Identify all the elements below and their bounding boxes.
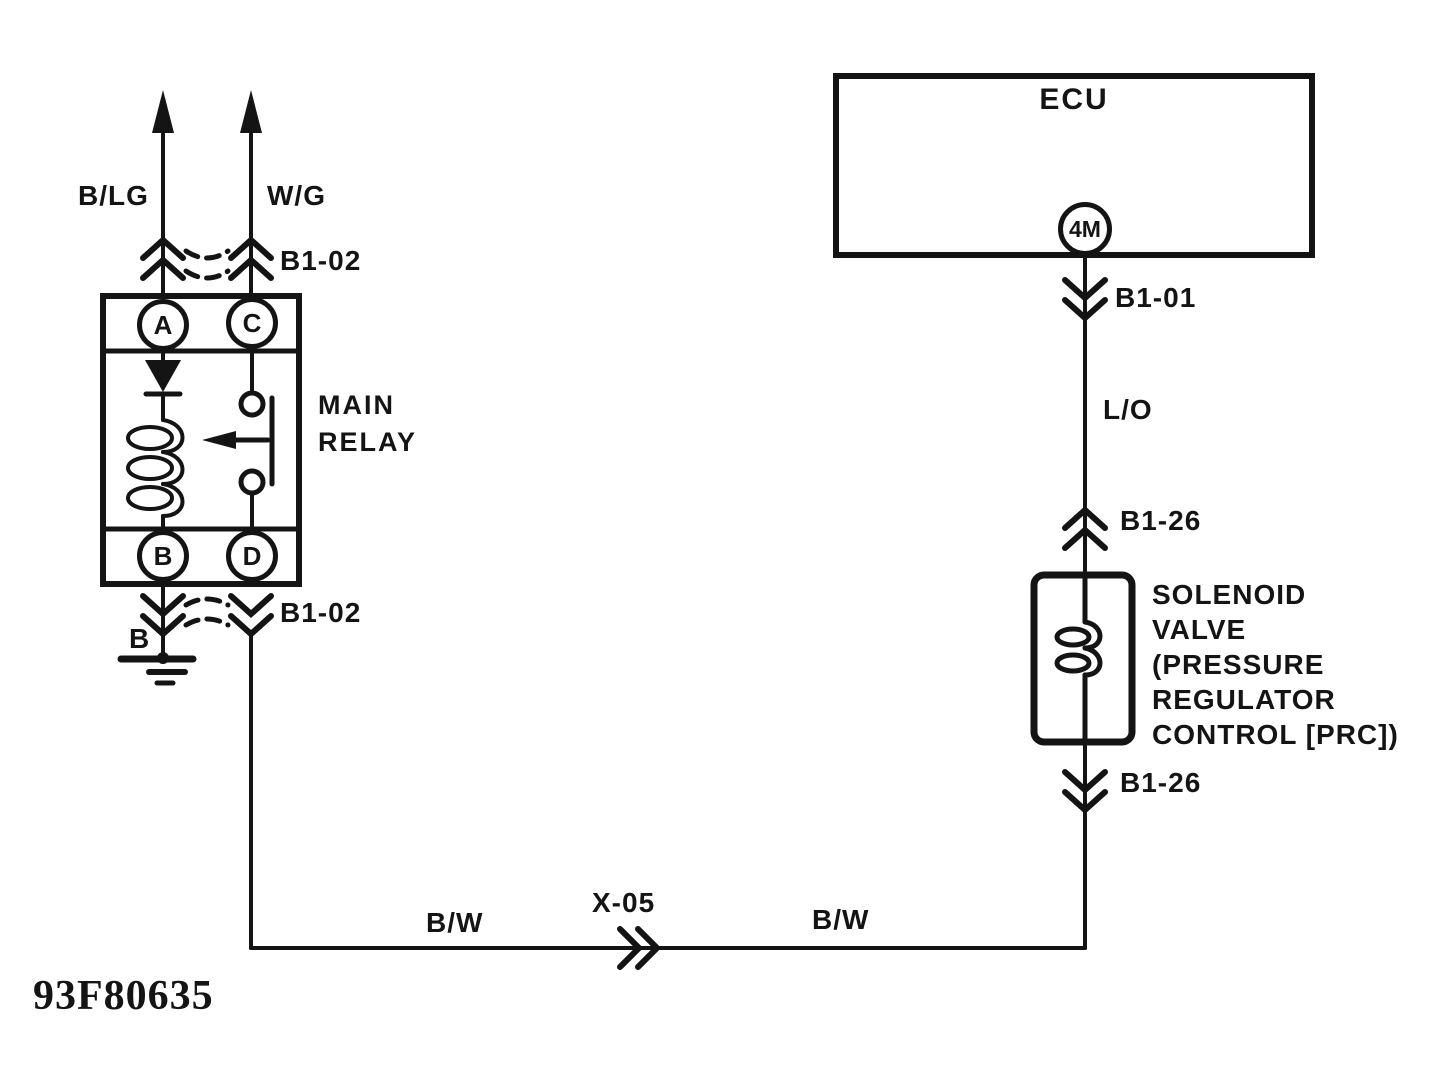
relay-coil-icon: [126, 418, 185, 518]
connector-label-x-05: X-05: [592, 887, 656, 918]
relay-terminal-c: C: [226, 297, 278, 349]
contact-point-icon: [238, 468, 266, 496]
relay-name-line2: RELAY: [318, 427, 418, 457]
bottom-wire: [249, 632, 1087, 950]
ecu-pin-4m: 4M: [1058, 202, 1112, 256]
battery-feed-wires: [152, 90, 262, 300]
ground-symbol-icon: [117, 582, 197, 686]
contact-point-icon: [238, 390, 266, 418]
solenoid-valve-symbol: [1030, 571, 1136, 746]
ecu-box: [833, 73, 1315, 258]
wire-label-bw-left: B/W: [426, 907, 484, 938]
connector-b1-01-icon: [1062, 277, 1108, 323]
arrow-up-icon: [240, 90, 262, 133]
arrow-up-icon: [152, 90, 174, 133]
wire-label-lo: L/O: [1103, 394, 1153, 425]
wire-label-bw-right: B/W: [812, 904, 870, 935]
connector-label-b1-26-bottom: B1-26: [1120, 767, 1202, 798]
connector-label-b1-02-bottom: B1-02: [280, 597, 362, 628]
connector-b1-26-top-icon: [1062, 505, 1108, 551]
relay-terminal-d: D: [226, 530, 278, 582]
solenoid-label-line4: REGULATOR: [1152, 684, 1336, 715]
relay-name-line1: MAIN: [318, 390, 395, 420]
ground-label: B: [129, 623, 151, 654]
solenoid-coil-icon: [1054, 572, 1103, 745]
wire-label-wg: W/G: [267, 180, 326, 211]
solenoid-label-line2: VALVE: [1152, 614, 1247, 645]
solenoid-label-line3: (PRESSURE: [1152, 649, 1325, 680]
figure-id: 93F80635: [33, 973, 214, 1019]
connector-label-b1-01: B1-01: [1115, 282, 1197, 313]
solenoid-label-line5: CONTROL [PRC]): [1152, 719, 1399, 750]
relay-terminal-b: B: [137, 530, 189, 582]
connector-label-b1-02-top: B1-02: [280, 245, 362, 276]
connector-label-b1-26-top: B1-26: [1120, 505, 1202, 536]
solenoid-label-line1: SOLENOID: [1152, 579, 1307, 610]
relay-terminal-a: A: [137, 299, 189, 351]
diode-icon: [145, 360, 181, 392]
connector-x-05-icon: [617, 926, 662, 970]
arrow-left-icon: [202, 431, 236, 449]
connector-b1-02-top-icon: [140, 235, 274, 281]
wire-label-blg: B/LG: [78, 180, 149, 211]
ecu-title: ECU: [1039, 83, 1109, 116]
main-relay-symbol: [100, 293, 302, 587]
